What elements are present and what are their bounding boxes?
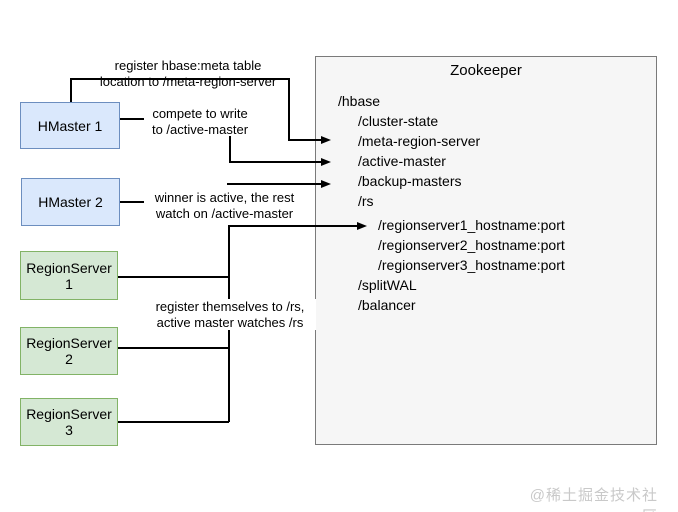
- edge-rs-horizontal-into-panel: [228, 225, 357, 227]
- zookeeper-panel-title: Zookeeper: [450, 62, 522, 79]
- arrow-into-meta-region-server-icon: [321, 136, 331, 144]
- edge-regionserver2-stub: [118, 347, 229, 349]
- arrow-into-regionserver1-icon: [357, 222, 367, 230]
- annotation-winner: winner is active, the rest watch on /act…: [154, 190, 295, 221]
- znode-rs: /rs: [358, 193, 374, 209]
- regionserver2-node: RegionServer 2: [20, 327, 118, 375]
- edge-compete-horizontal: [229, 161, 322, 163]
- edge-regionserver3-stub: [118, 421, 229, 423]
- znode-tree: /hbase /cluster-state /meta-region-serve…: [338, 91, 565, 315]
- edge-meta-vertical-right: [288, 78, 290, 141]
- edge-compete-stub-from-hmaster1: [120, 118, 144, 120]
- znode-splitwal: /splitWAL: [358, 277, 417, 293]
- znode-cluster-state: /cluster-state: [358, 113, 439, 129]
- znode-balancer: /balancer: [358, 297, 416, 313]
- edge-winner-stub-from-hmaster2: [120, 201, 144, 203]
- znode-active-master: /active-master: [358, 153, 446, 169]
- znode-regionserver2: /regionserver2_hostname:port: [378, 237, 565, 253]
- annotation-register-rs: register themselves to /rs, active maste…: [144, 299, 316, 330]
- hmaster1-node: HMaster 1: [20, 102, 120, 149]
- znode-backup-masters: /backup-masters: [358, 173, 462, 189]
- annotation-register-meta: register hbase:meta table location to /m…: [99, 58, 277, 89]
- edge-compete-vertical: [229, 136, 231, 162]
- znode-regionserver3: /regionserver3_hostname:port: [378, 257, 565, 273]
- znode-hbase: /hbase: [338, 93, 381, 109]
- edge-meta-horizontal-into-panel: [288, 139, 322, 141]
- edge-winner-horizontal: [227, 183, 322, 185]
- edge-meta-vertical-from-hmaster1: [70, 78, 72, 103]
- annotation-compete: compete to write to /active-master: [151, 106, 249, 137]
- edge-meta-horizontal-top: [70, 78, 290, 80]
- hmaster2-node: HMaster 2: [21, 178, 120, 226]
- regionserver3-node: RegionServer 3: [20, 398, 118, 446]
- regionserver1-node: RegionServer 1: [20, 251, 118, 300]
- arrow-into-active-master-icon: [321, 158, 331, 166]
- edge-regionserver1-stub: [118, 276, 229, 278]
- arrow-into-backup-masters-icon: [321, 180, 331, 188]
- watermark-text: @稀土掘金技术社区: [529, 487, 658, 512]
- znode-regionserver1: /regionserver1_hostname:port: [378, 217, 565, 233]
- zookeeper-panel: Zookeeper: [315, 56, 657, 445]
- znode-meta-region-server: /meta-region-server: [358, 133, 481, 149]
